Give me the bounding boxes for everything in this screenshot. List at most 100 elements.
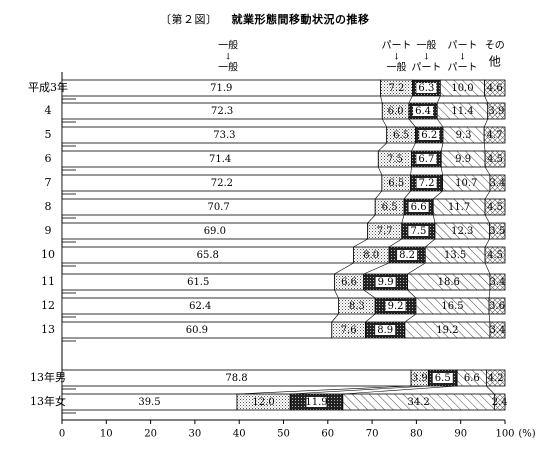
value-label-bg	[413, 106, 434, 116]
value-label: 18.6	[438, 277, 460, 288]
category-label: 平成3年	[28, 80, 68, 94]
connector-line	[290, 385, 429, 395]
connector-line	[488, 289, 491, 299]
value-label: 3.5	[489, 226, 505, 237]
category-label: 10	[41, 248, 55, 261]
value-label: 4.6	[487, 83, 503, 94]
value-label: 6.6	[341, 277, 357, 288]
category-label: 11	[41, 275, 55, 288]
value-label: 6.3	[418, 83, 434, 94]
connector-line	[483, 118, 488, 128]
series-header-top: 一般	[218, 39, 238, 52]
x-tick-label: 50	[277, 429, 290, 440]
connector-line	[236, 385, 412, 395]
value-label-bg	[375, 325, 396, 335]
x-tick-label: 20	[144, 429, 157, 440]
value-label-bg	[416, 178, 437, 188]
connector-line	[484, 262, 491, 275]
value-label: 8.9	[377, 325, 393, 336]
value-label: 6.6	[464, 373, 480, 384]
bar-segment	[484, 79, 506, 97]
category-label: 6	[45, 152, 52, 165]
x-tick-label: 90	[454, 429, 467, 440]
connector-line	[484, 238, 490, 248]
value-label-bg	[408, 226, 429, 236]
x-unit-label: (%)	[518, 429, 535, 440]
value-label: 13.5	[444, 250, 466, 261]
value-label: 72.2	[211, 178, 233, 189]
series-header-top: その	[485, 40, 505, 52]
value-label: 78.8	[225, 373, 247, 384]
bar-segment	[488, 297, 506, 315]
value-label: 4.7	[487, 130, 503, 141]
value-label: 60.9	[186, 325, 208, 336]
connector-line	[378, 166, 383, 176]
value-label: 2.4	[492, 397, 508, 408]
connector-line	[404, 313, 417, 323]
value-label: 11.7	[448, 202, 470, 213]
value-label-bg	[416, 154, 437, 164]
bar-segment	[489, 174, 506, 192]
value-label: 3.4	[490, 178, 506, 189]
value-label: 6.6	[411, 202, 427, 213]
bar-segment	[483, 126, 506, 144]
connector-line	[436, 95, 441, 104]
bar-segment	[484, 246, 506, 264]
bar-segment	[484, 198, 506, 216]
connector-line	[436, 118, 444, 128]
value-label: 11.9	[305, 397, 327, 408]
connector-line	[407, 289, 417, 299]
x-tick-label: 80	[410, 429, 423, 440]
value-label: 10.0	[451, 83, 473, 94]
value-label: 71.9	[210, 83, 232, 94]
x-tick-label: 40	[233, 429, 246, 440]
connector-line	[483, 142, 486, 152]
connector-line	[353, 238, 368, 248]
connector-line	[365, 313, 376, 323]
series-header-arrow: ↓	[224, 53, 232, 63]
connector-line	[408, 118, 416, 128]
value-label: 9.3	[456, 130, 472, 141]
value-label: 6.2	[421, 130, 437, 141]
value-label: 6.7	[418, 154, 434, 165]
connector-line	[484, 190, 491, 200]
value-label: 65.8	[197, 250, 219, 261]
connector-line	[433, 190, 443, 200]
value-label: 8.3	[349, 301, 365, 312]
connector-line	[484, 166, 491, 176]
connector-line	[363, 262, 390, 275]
chart-title: 就業形態間移動状況の推移	[231, 13, 370, 26]
figure-title: 〔第２図〕就業形態間移動状況の推移	[160, 11, 370, 27]
value-label-bg	[385, 301, 406, 311]
series-header-top: パート	[447, 40, 477, 52]
value-label: 73.3	[213, 130, 235, 141]
x-tick-label: 60	[321, 429, 334, 440]
connector-line	[367, 214, 376, 224]
x-tick-label: 70	[366, 429, 379, 440]
value-label: 9.9	[378, 277, 394, 288]
bar-segment	[487, 102, 506, 120]
connector-line	[378, 142, 387, 152]
value-label-bg	[375, 277, 396, 287]
value-label-bg	[432, 373, 453, 383]
series-header-bottom: パート	[411, 62, 441, 74]
x-tick-label: 30	[189, 429, 202, 440]
connector-line	[363, 289, 376, 299]
bar-segment	[489, 222, 506, 240]
value-label: 7.5	[410, 226, 426, 237]
value-label: 61.5	[187, 277, 209, 288]
connector-line	[440, 166, 443, 176]
value-label: 4.5	[487, 250, 503, 261]
value-label: 62.4	[189, 301, 211, 312]
connector-line	[407, 262, 426, 275]
value-label: 7.2	[389, 83, 405, 94]
value-label: 9.9	[455, 154, 471, 165]
value-label: 7.2	[419, 178, 435, 189]
value-label: 6.4	[415, 106, 431, 117]
value-label: 3.4	[490, 325, 506, 336]
value-label: 7.7	[377, 226, 393, 237]
series-header-bottom: 他	[489, 55, 501, 69]
category-label: 13年男	[30, 370, 66, 384]
value-label: 6.5	[393, 130, 409, 141]
